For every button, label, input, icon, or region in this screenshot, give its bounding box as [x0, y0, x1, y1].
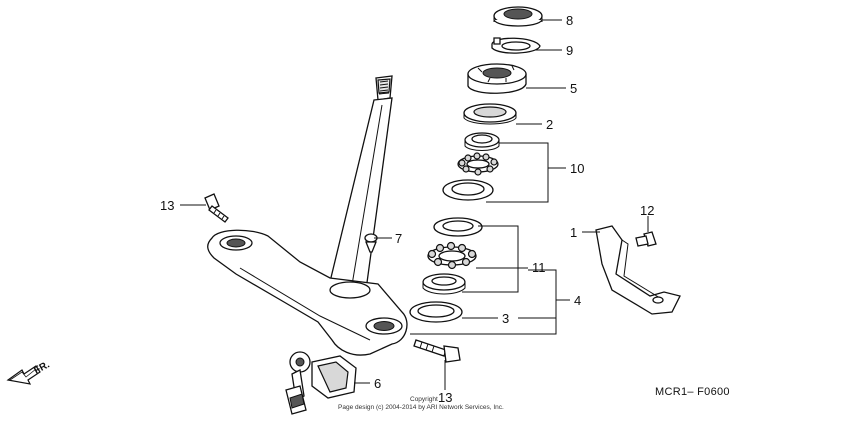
steering-stem[interactable] — [327, 75, 393, 291]
steering-lock-6[interactable] — [285, 351, 357, 415]
bracket-1[interactable] — [595, 225, 681, 315]
callout-1: 1 — [570, 225, 577, 240]
screw-7[interactable] — [364, 233, 378, 253]
dust-seal-3[interactable] — [409, 301, 463, 323]
copyright-line-2: Page design (c) 2004-2014 by ARI Network… — [338, 404, 504, 411]
adjusting-nut-5[interactable] — [467, 63, 527, 94]
bearing-race-lower-10[interactable] — [442, 179, 494, 201]
bearing-race-lower-11[interactable] — [422, 273, 466, 295]
callout-11: 11 — [532, 260, 546, 275]
leader-lines — [180, 19, 649, 390]
callout-12: 12 — [640, 203, 654, 218]
bearing-race-upper-11[interactable] — [433, 217, 483, 237]
callout-13-upper: 13 — [160, 198, 174, 213]
callout-9: 9 — [566, 43, 573, 58]
dust-seal-2[interactable] — [463, 103, 517, 125]
diagram-code: MCR1– F0600 — [655, 386, 730, 398]
ball-bearing-10[interactable] — [457, 152, 499, 176]
callout-10: 10 — [570, 161, 584, 176]
bolt-13-lower[interactable] — [413, 339, 461, 363]
bolt-13-upper[interactable] — [204, 193, 229, 223]
front-label: FR. — [32, 359, 52, 376]
callout-5: 5 — [570, 81, 577, 96]
callout-6: 6 — [374, 376, 381, 391]
callout-7: 7 — [395, 231, 402, 246]
callout-2: 2 — [546, 117, 553, 132]
bolt-12[interactable] — [635, 231, 657, 247]
callout-4: 4 — [574, 293, 581, 308]
ball-bearing-11[interactable] — [427, 241, 477, 270]
stem-bottom-bridge[interactable] — [207, 229, 408, 356]
callout-3: 3 — [502, 311, 509, 326]
lock-washer-9[interactable] — [491, 37, 541, 54]
bearing-race-upper-10[interactable] — [464, 132, 500, 151]
copyright-line-1: Copyright — [410, 396, 438, 403]
lock-nut-8[interactable] — [493, 6, 543, 27]
callout-13-lower: 13 — [438, 390, 452, 405]
front-direction-arrow: FR. — [6, 359, 52, 385]
callout-8: 8 — [566, 13, 573, 28]
